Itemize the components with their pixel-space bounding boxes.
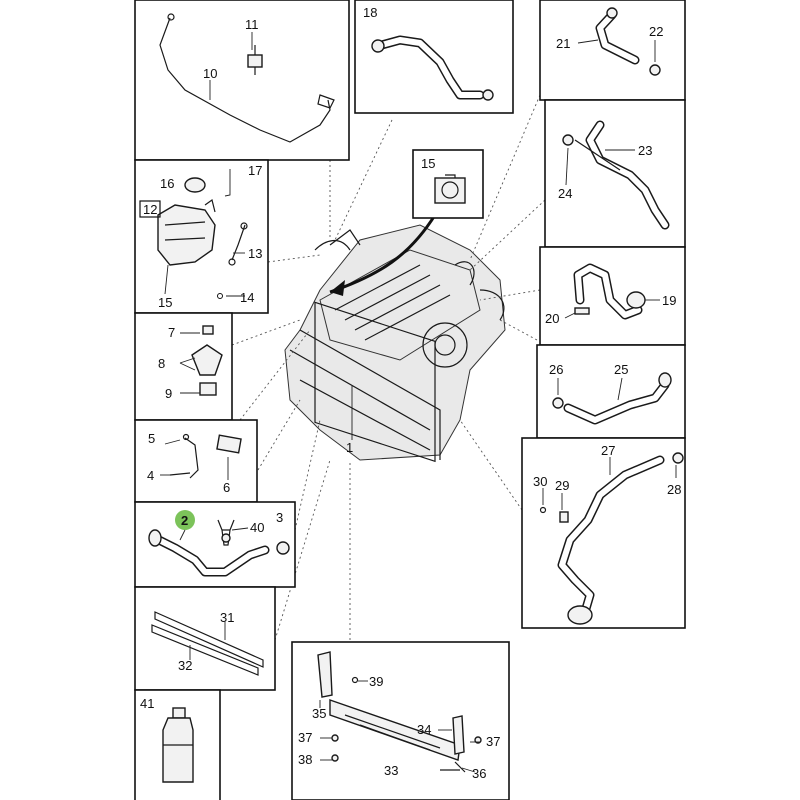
callout-37-right: 37	[486, 734, 500, 749]
callout-4: 4	[147, 468, 154, 483]
callout-36: 36	[472, 766, 486, 781]
callout-13: 13	[248, 246, 262, 261]
callout-38: 38	[298, 752, 312, 767]
callout-24: 24	[558, 186, 572, 201]
callout-9: 9	[165, 386, 172, 401]
callout-10: 10	[203, 66, 217, 81]
callout-27: 27	[601, 443, 615, 458]
callout-23: 23	[638, 143, 652, 158]
coolant-hose-icon	[595, 7, 661, 76]
coolant-hose-icon	[562, 120, 670, 230]
callout-19: 19	[662, 293, 676, 308]
panel-hose-27	[521, 437, 686, 629]
callout-6: 6	[223, 480, 230, 495]
wiring-harness-icon	[159, 13, 335, 143]
callout-28: 28	[667, 482, 681, 497]
bottle-icon	[162, 707, 194, 783]
coolant-hose-icon	[552, 372, 672, 425]
callout-31: 31	[220, 610, 234, 625]
callout-5: 5	[148, 431, 155, 446]
callout-33: 33	[384, 763, 398, 778]
callout-37-left: 37	[298, 730, 312, 745]
callout-15b: 15	[421, 156, 435, 171]
callout-18: 18	[363, 5, 377, 20]
leader-lines	[231, 94, 546, 641]
bolt-icon	[247, 45, 263, 75]
seal-strip-icon	[151, 611, 264, 676]
callout-1: 1	[346, 440, 353, 455]
callout-40: 40	[250, 520, 264, 535]
bracket-icon	[169, 433, 242, 479]
panel-harness	[134, 0, 350, 161]
callout-41: 41	[140, 696, 154, 711]
pointer-arrowhead	[330, 280, 345, 296]
sensor-housing-icon	[434, 174, 466, 204]
callout-30: 30	[533, 474, 547, 489]
panel-seals	[134, 586, 276, 691]
callout-14: 14	[240, 290, 254, 305]
callout-8: 8	[158, 356, 165, 371]
cap-icon	[191, 325, 223, 396]
callout-2: 2	[181, 513, 188, 528]
callout-17: 17	[248, 163, 262, 178]
callout-34: 34	[417, 722, 431, 737]
callout-12: 12	[143, 202, 157, 217]
callout-16: 16	[160, 176, 174, 191]
coolant-hose-icon	[371, 35, 494, 101]
callout-25: 25	[614, 362, 628, 377]
callout-12-frame	[139, 200, 161, 218]
engine-assembly-icon	[284, 224, 506, 463]
callout-7: 7	[168, 325, 175, 340]
callout-11: 11	[245, 17, 259, 32]
coolant-hose-icon	[573, 263, 646, 320]
callout-35: 35	[312, 706, 326, 721]
callout-3: 3	[276, 510, 283, 525]
coolant-hose-icon	[539, 452, 684, 625]
bracket-icon	[228, 222, 248, 266]
clip-icon	[217, 293, 223, 299]
callout-39: 39	[369, 674, 383, 689]
clamp-icon	[217, 519, 235, 546]
callout-15: 15	[158, 295, 172, 310]
callout-21: 21	[556, 36, 570, 51]
callout-22: 22	[649, 24, 663, 39]
coolant-hose-icon	[148, 529, 290, 577]
panel-bracket	[134, 419, 258, 503]
expansion-tank-icon	[157, 177, 216, 266]
highlight-badge-2[interactable]	[175, 510, 195, 530]
callout-26: 26	[549, 362, 563, 377]
callout-29: 29	[555, 478, 569, 493]
callout-20: 20	[545, 311, 559, 326]
callout-32: 32	[178, 658, 192, 673]
pointer-arrow	[329, 214, 437, 294]
